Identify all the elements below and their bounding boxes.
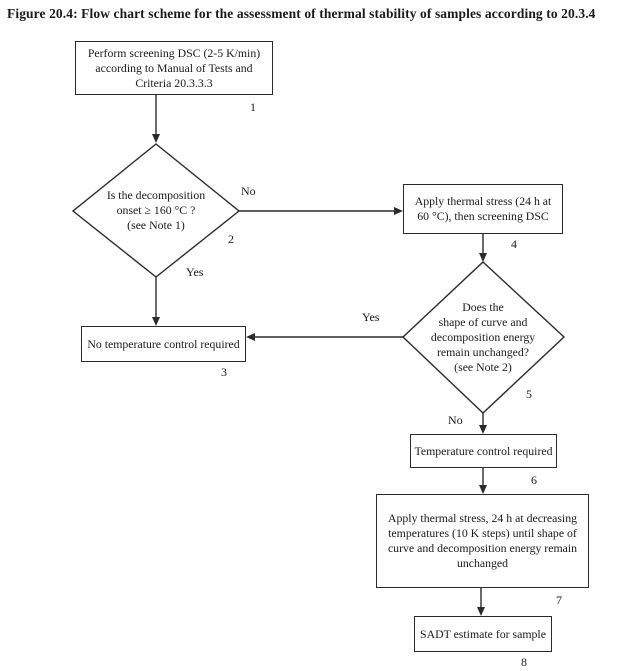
node-7-thermal-stress-decreasing-temps: Apply thermal stress, 24 h at decreasing… <box>376 494 589 588</box>
node-1-perform-screening-dsc: Perform screening DSC (2-5 K/min) accord… <box>75 41 273 95</box>
node-5-number: 5 <box>526 387 532 401</box>
node-5-decision-label: Does the shape of curve and decompositio… <box>430 300 536 374</box>
node-2-decision-shape <box>71 143 241 278</box>
node-2-number: 2 <box>228 232 234 246</box>
node-3-number: 3 <box>221 365 227 379</box>
arrowhead-into-node7 <box>479 485 487 494</box>
node-3-no-temperature-control: No temperature control required <box>81 326 246 362</box>
node-8-label: SADT estimate for sample <box>420 626 546 641</box>
figure-title: Figure 20.4: Flow chart scheme for the a… <box>7 6 596 21</box>
edge-label-no-node2-node4: No <box>241 184 256 198</box>
edge-label-no-node5-node6: No <box>448 413 463 427</box>
node-6-temperature-control-required: Temperature control required <box>410 434 557 468</box>
arrowhead-into-node6 <box>479 425 487 434</box>
node-2-decision-label: Is the decomposition onset ≥ 160 °C ? (s… <box>106 188 206 232</box>
node-4-label: Apply thermal stress (24 h at 60 °C), th… <box>414 194 552 223</box>
arrowhead-into-node4 <box>394 207 403 215</box>
node-4-apply-thermal-stress: Apply thermal stress (24 h at 60 °C), th… <box>403 184 563 234</box>
arrowhead-into-node3-top <box>152 317 160 326</box>
node-6-label: Temperature control required <box>414 443 553 458</box>
arrowhead-into-node5 <box>479 253 487 262</box>
node-5-decision-shape <box>401 261 566 414</box>
node-3-label: No temperature control required <box>87 336 240 351</box>
edge-label-yes-node5-node3: Yes <box>362 310 380 324</box>
node-4-number: 4 <box>511 237 517 251</box>
node-7-label: Apply thermal stress, 24 h at decreasing… <box>387 511 578 570</box>
node-8-sadt-estimate: SADT estimate for sample <box>414 616 552 652</box>
arrowhead-into-node3-right <box>246 333 255 341</box>
node-1-number: 1 <box>250 100 256 114</box>
arrowhead-into-node2 <box>152 134 160 143</box>
arrowhead-into-node8 <box>477 607 485 616</box>
node-6-number: 6 <box>531 473 537 487</box>
node-7-number: 7 <box>556 593 562 607</box>
edge-label-yes-node2-node3: Yes <box>186 265 204 279</box>
node-8-number: 8 <box>521 655 527 669</box>
node-1-label: Perform screening DSC (2-5 K/min) accord… <box>87 45 261 90</box>
